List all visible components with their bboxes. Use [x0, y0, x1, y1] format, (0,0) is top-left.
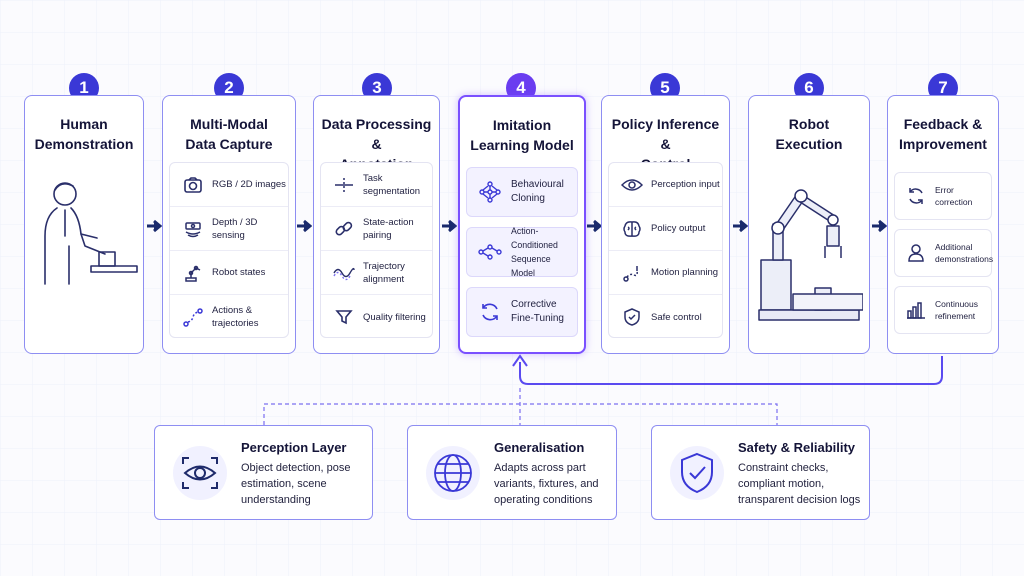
- flow-arrow-4: [587, 219, 602, 233]
- step-5-card: Policy Inference &Control Perception inp…: [601, 95, 730, 354]
- safety-reliability-card: Safety & Reliability Constraint checks,c…: [651, 425, 870, 520]
- list-item: Error correction: [894, 172, 992, 220]
- step-2-items: RGB / 2D images Depth / 3D sensing Robot…: [169, 162, 289, 338]
- list-item: Trajectory alignment: [321, 251, 432, 295]
- globe-icon: [426, 446, 480, 500]
- generalisation-title: Generalisation: [494, 440, 585, 455]
- depth-sensor-icon: [182, 218, 204, 240]
- eye-scan-icon: [173, 446, 227, 500]
- person-icon: [905, 242, 927, 264]
- step-3-card: Data Processing &Annotation Task segment…: [313, 95, 440, 354]
- refresh-cycle-icon: [477, 299, 503, 325]
- flow-arrow-1: [147, 219, 162, 233]
- step-7-card: Feedback &Improvement Error correction A…: [887, 95, 999, 354]
- sequence-graph-icon: [477, 239, 503, 265]
- flow-arrow-2: [297, 219, 312, 233]
- list-item: Motion planning: [609, 251, 722, 295]
- bar-chart-icon: [905, 299, 927, 321]
- list-item: Actions &trajectories: [170, 295, 288, 339]
- camera-icon: [182, 174, 204, 196]
- brain-icon: [621, 218, 643, 240]
- safety-reliability-desc: Constraint checks,compliant motion,trans…: [738, 462, 861, 506]
- link-icon: [333, 218, 355, 240]
- human-demonstrator-icon: [44, 182, 138, 285]
- flow-arrow-3: [442, 219, 457, 233]
- list-item: Policy output: [609, 207, 722, 251]
- error-correction-cycle-icon: [905, 185, 927, 207]
- industrial-robot-arm-icon: [758, 189, 863, 321]
- eye-icon: [621, 174, 643, 196]
- list-item: Task segmentation: [321, 163, 432, 207]
- list-item: Safe control: [609, 295, 722, 339]
- perception-layer-title: Perception Layer: [241, 440, 347, 455]
- neural-network-icon: [477, 179, 503, 205]
- flow-arrow-6: [872, 219, 887, 233]
- flow-arrow-5: [733, 219, 748, 233]
- safety-reliability-title: Safety & Reliability: [738, 440, 856, 455]
- step-5-items: Perception input Policy output Motion pl…: [608, 162, 723, 338]
- wave-alignment-icon: [333, 262, 355, 284]
- robot-arm-icon: [182, 262, 204, 284]
- list-item: Perception input: [609, 163, 722, 207]
- list-item: Quality filtering: [321, 295, 432, 339]
- list-item: State-action pairing: [321, 207, 432, 251]
- trajectory-icon: [182, 306, 204, 328]
- shield-icon: [621, 306, 643, 328]
- shield-check-icon: [670, 446, 724, 500]
- list-item: RGB / 2D images: [170, 163, 288, 207]
- segmentation-icon: [333, 174, 355, 196]
- step-7-title: Feedback &Improvement: [899, 116, 987, 152]
- motion-path-icon: [621, 262, 643, 284]
- list-item: Robot states: [170, 251, 288, 295]
- filter-icon: [333, 306, 355, 328]
- step-3-items: Task segmentation State-action pairing T…: [320, 162, 433, 338]
- list-item: Depth / 3D sensing: [170, 207, 288, 251]
